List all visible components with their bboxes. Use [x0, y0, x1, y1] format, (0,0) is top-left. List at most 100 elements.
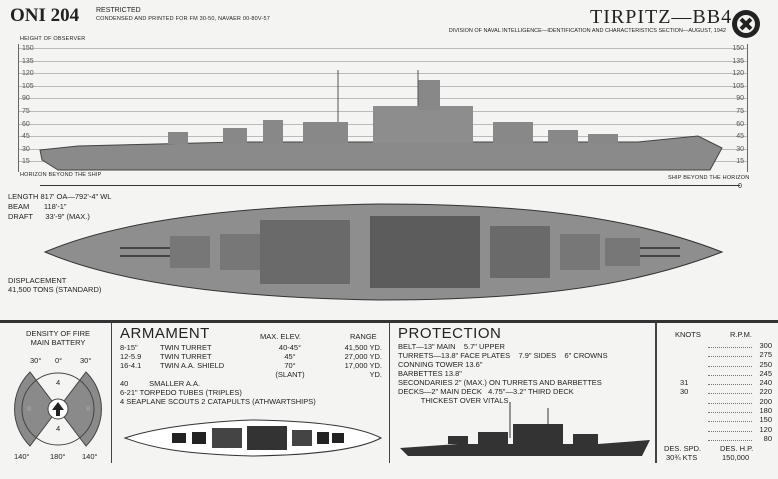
rpm-value: 275 [759, 350, 772, 360]
national-insignia-icon [732, 10, 760, 38]
bearing-label: 140° [14, 452, 30, 461]
height-scale-label: 30 [22, 145, 30, 153]
rpm-value: 300 [759, 341, 772, 350]
rpm-value: 220 [759, 387, 772, 397]
height-scale-label: 30 [736, 145, 744, 153]
density-of-fire-diagram [14, 371, 102, 447]
rpm-value: 80 [763, 433, 772, 443]
armament-type [160, 370, 260, 379]
knots-value: 30 [680, 387, 689, 397]
height-scale-label: 60 [22, 120, 30, 128]
armament-qty: 8-15" [120, 343, 138, 352]
bearing-label: 140° [82, 452, 98, 461]
armament-extra: 40 SMALLER A.A. [120, 379, 201, 388]
document-id: ONI 204 [10, 5, 80, 26]
armament-elev: 45° [284, 352, 296, 361]
horizon-beyond-ship-label: HORIZON BEYOND THE SHIP [20, 172, 102, 178]
protection-title: PROTECTION [398, 325, 502, 342]
armament-title: ARMAMENT [120, 325, 210, 342]
height-scale-label: 120 [22, 70, 34, 78]
speed-row: 300 [680, 341, 775, 350]
rpm-value: 200 [759, 396, 772, 406]
leader-dots [708, 425, 752, 432]
speed-row: 120 [680, 425, 775, 434]
leader-dots [708, 387, 752, 395]
height-gridline [19, 73, 747, 75]
armament-type: TWIN TURRET [160, 343, 212, 352]
armament-row: 8-15" TWIN TURRET 40-45° 41,500 YD. [120, 343, 385, 352]
armament-qty [120, 370, 160, 379]
armament-range: 17,000 YD. [344, 361, 382, 370]
protection-line: BELT—13" MAIN 5.7" UPPER [398, 342, 505, 351]
leader-dots [708, 341, 752, 348]
leader-dots [708, 434, 752, 441]
bearing-label: 30° [30, 356, 42, 365]
speed-row: 180 [680, 406, 775, 415]
protection-profile-diagram [400, 402, 650, 456]
printing-note: CONDENSED AND PRINTED FOR FM 30-50, NAVA… [96, 16, 271, 22]
knots-value [680, 415, 708, 424]
knots-value: 31 [680, 378, 689, 388]
height-of-observer-label: HEIGHT OF OBSERVER [20, 36, 86, 42]
restricted-label: RESTRICTED [96, 7, 141, 14]
density-title: DENSITY OF FIRE [25, 329, 91, 338]
ship-beyond-horizon-label: SHIP BEYOND THE HORIZON [668, 175, 750, 181]
armament-type: TWIN TURRET [160, 352, 212, 361]
height-scale-label: 150 [22, 45, 34, 52]
height-scale-label: 75 [22, 108, 30, 115]
leader-dots [708, 397, 752, 404]
height-scale-label: 120 [732, 70, 744, 78]
displacement-label: DISPLACEMENT [8, 276, 67, 285]
armament-range: YD. [369, 370, 382, 379]
armament-range: 27,000 YD. [344, 352, 382, 361]
height-scale-label: 135 [732, 57, 744, 65]
protection-line: DECKS—2" MAIN DECK 4.75"—3.2" THIRD DECK [398, 387, 574, 396]
height-scale-label: 135 [22, 57, 34, 65]
bearing-label: 0° [55, 356, 63, 365]
armament-elev: 40-45° [278, 343, 302, 352]
height-scale-label: 15 [22, 158, 30, 166]
height-scale-label: 75 [736, 108, 744, 115]
knots-value [680, 397, 708, 406]
des-hp-label: DES. H.P. [720, 444, 754, 453]
protection-line: THICKEST OVER VITALS [398, 396, 509, 405]
speed-row: 30 220 [680, 387, 775, 396]
bearing-label: 30° [80, 356, 92, 365]
starboard-density: 8 [86, 404, 91, 413]
division-line: DIVISION OF NAVAL INTELLIGENCE—IDENTIFIC… [448, 28, 726, 34]
height-scale-label: 90 [22, 95, 30, 103]
height-scale-label: 90 [736, 95, 744, 103]
rpm-value: 120 [759, 424, 772, 434]
armament-elev: 70° [284, 361, 296, 370]
rpm-value: 250 [759, 359, 772, 369]
knots-header: KNOTS [675, 330, 701, 339]
knots-value [680, 406, 708, 415]
armament-extra: 4 SEAPLANE SCOUTS 2 CATAPULTS (ATHWARTSH… [120, 397, 316, 406]
height-scale-label: 105 [732, 82, 744, 90]
leader-dots [708, 369, 752, 376]
des-spd-label: DES. SPD. [664, 444, 702, 453]
des-hp-value: 150,000 [722, 453, 750, 462]
rpm-value: 150 [759, 415, 772, 425]
protection-line: BARBETTES 13.8" [398, 369, 462, 378]
leader-dots [708, 415, 752, 423]
ship-title: TIRPITZ—BB4 [590, 6, 733, 28]
height-gridline [19, 48, 747, 49]
displacement-value: 41,500 TONS (STANDARD) [8, 285, 102, 294]
height-gridline [19, 98, 747, 100]
fore-density: 4 [56, 378, 61, 387]
draft-text: DRAFT 33'-9" (MAX.) [8, 212, 90, 221]
height-scale-label: 60 [736, 120, 744, 128]
beam-text: BEAM 118'-1" [8, 202, 67, 211]
scale-zero: 0 [738, 183, 742, 190]
max-elev-header: MAX. ELEV. [260, 332, 301, 341]
port-density: 8 [27, 404, 32, 413]
knots-value [680, 425, 708, 434]
armament-range: 41,500 YD. [344, 343, 382, 352]
aft-density: 4 [56, 424, 61, 433]
leader-dots [708, 378, 752, 386]
